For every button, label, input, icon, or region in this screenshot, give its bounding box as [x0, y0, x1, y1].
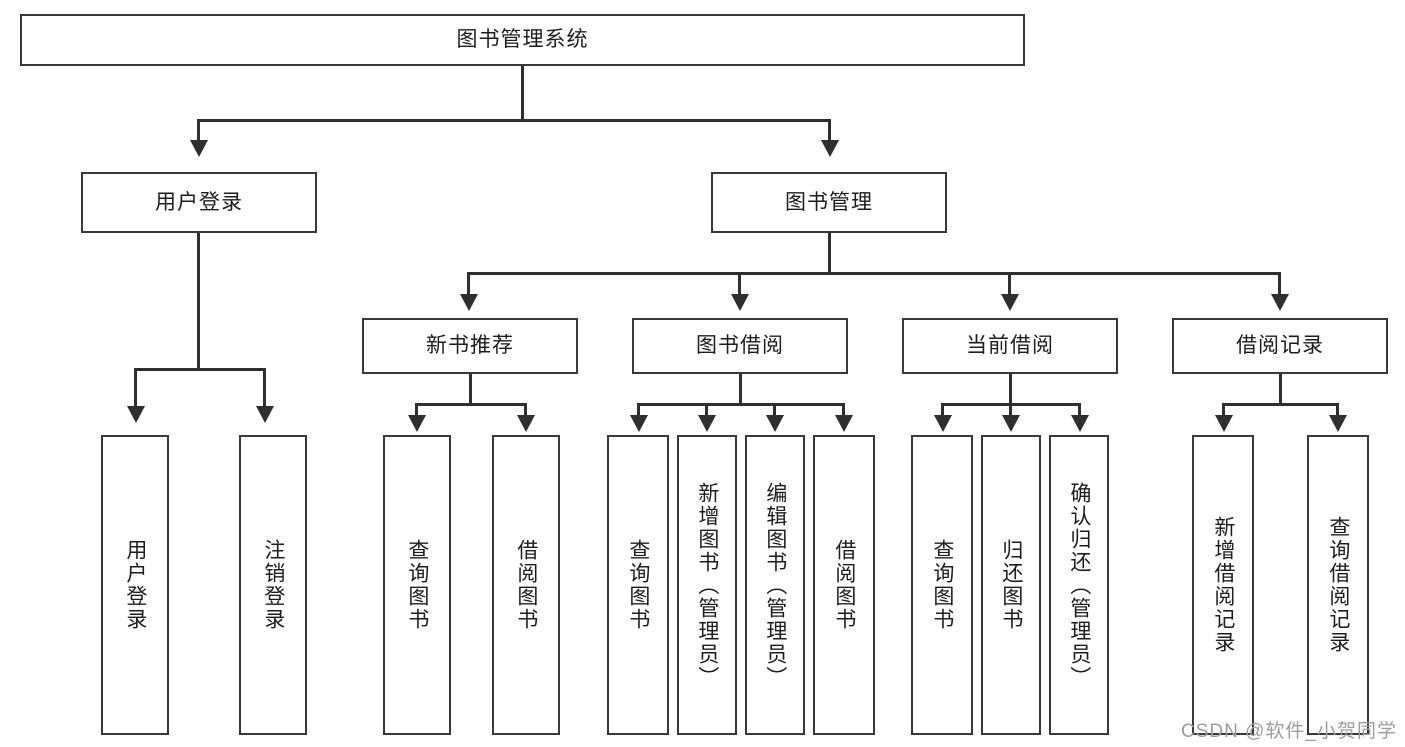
node-book-management[interactable]: 图书管理: [711, 172, 947, 233]
node-label: 借阅图书: [514, 539, 538, 631]
arrow-cb-to-leaf-3: [1071, 415, 1089, 432]
node-label: 新增图书（管理员）: [695, 481, 719, 689]
arrow-root-to-book-management: [821, 140, 839, 157]
node-new-book-recommend[interactable]: 新书推荐: [362, 318, 578, 374]
arrow-user-login-to-leaf-2: [256, 406, 274, 423]
connector-bb-to-leaf-1: [637, 403, 640, 419]
connector-bb-to-leaf-2: [705, 403, 708, 419]
connector-user-login-to-leaf-2: [263, 368, 266, 409]
arrow-new-book-to-leaf-2: [517, 415, 535, 432]
node-label: 编辑图书（管理员）: [763, 481, 787, 689]
arrow-bm-to-book-borrow: [731, 294, 749, 311]
leaf-current-borrow-3[interactable]: 确认归还（管理员）: [1049, 435, 1109, 735]
node-label: 注销登录: [261, 539, 285, 631]
node-label: 借阅记录: [1236, 334, 1324, 358]
arrow-bm-to-current-borrow: [1001, 294, 1019, 311]
connector-br-to-leaf-2: [1336, 403, 1339, 419]
node-label: 用户登录: [155, 190, 243, 214]
connector-new-book-to-leaf-2: [524, 403, 527, 419]
connector-borrow-record-stem: [1279, 374, 1282, 405]
leaf-borrow-record-2[interactable]: 查询借阅记录: [1307, 435, 1369, 735]
leaf-book-borrow-1[interactable]: 查询图书: [607, 435, 669, 735]
connector-root-to-user-login: [197, 119, 200, 143]
node-label: 借阅图书: [832, 539, 856, 631]
connector-borrow-record-bus: [1222, 403, 1339, 406]
arrow-bb-to-leaf-3: [766, 415, 784, 432]
arrow-br-to-leaf-1: [1215, 415, 1233, 432]
arrow-cb-to-leaf-2: [1002, 415, 1020, 432]
arrow-bm-to-new-book: [460, 294, 478, 311]
connector-root-bus: [197, 119, 831, 122]
connector-book-borrow-bus: [637, 403, 845, 406]
connector-bb-to-leaf-4: [842, 403, 845, 419]
connector-user-login-stem: [197, 233, 200, 370]
leaf-new-book-recommend-2[interactable]: 借阅图书: [492, 435, 560, 735]
node-label: 图书管理系统: [456, 28, 589, 52]
node-current-borrow[interactable]: 当前借阅: [902, 318, 1118, 374]
connector-cb-to-leaf-2: [1009, 403, 1012, 419]
node-label: 图书借阅: [696, 334, 784, 358]
node-user-login[interactable]: 用户登录: [81, 172, 317, 233]
connector-cb-to-leaf-1: [941, 403, 944, 419]
connector-cb-to-leaf-3: [1078, 403, 1081, 419]
arrow-bm-to-borrow-record: [1271, 294, 1289, 311]
node-label: 用户登录: [123, 539, 147, 631]
node-label: 新增借阅记录: [1211, 516, 1235, 654]
leaf-book-borrow-4[interactable]: 借阅图书: [813, 435, 875, 735]
arrow-new-book-to-leaf-1: [408, 415, 426, 432]
node-label: 查询图书: [626, 539, 650, 631]
connector-root-to-book-management: [828, 119, 831, 143]
leaf-current-borrow-1[interactable]: 查询图书: [911, 435, 973, 735]
connector-user-login-to-leaf-1: [134, 368, 137, 409]
connector-bm-to-borrow-record: [1278, 272, 1281, 297]
connector-bm-to-new-book: [467, 272, 470, 297]
connector-new-book-stem: [469, 374, 472, 405]
node-book-borrow[interactable]: 图书借阅: [632, 318, 848, 374]
node-label: 当前借阅: [966, 334, 1054, 358]
node-borrow-record[interactable]: 借阅记录: [1172, 318, 1388, 374]
arrow-bb-to-leaf-1: [630, 415, 648, 432]
arrow-br-to-leaf-2: [1329, 415, 1347, 432]
connector-bm-to-book-borrow: [738, 272, 741, 297]
node-label: 图书管理: [785, 190, 873, 214]
connector-user-login-bus: [134, 368, 266, 371]
arrow-user-login-to-leaf-1: [127, 406, 145, 423]
connector-new-book-to-leaf-1: [415, 403, 418, 419]
connector-book-borrow-stem: [739, 374, 742, 405]
node-root-book-management-system[interactable]: 图书管理系统: [20, 14, 1025, 66]
node-label: 查询图书: [930, 539, 954, 631]
leaf-book-borrow-2[interactable]: 新增图书（管理员）: [677, 435, 737, 735]
connector-br-to-leaf-1: [1222, 403, 1225, 419]
node-label: 查询借阅记录: [1326, 516, 1350, 654]
connector-new-book-bus: [415, 403, 527, 406]
arrow-bb-to-leaf-2: [698, 415, 716, 432]
connector-bm-to-current-borrow: [1008, 272, 1011, 297]
node-label: 确认归还（管理员）: [1067, 481, 1091, 689]
arrow-bb-to-leaf-4: [835, 415, 853, 432]
leaf-book-borrow-3[interactable]: 编辑图书（管理员）: [745, 435, 805, 735]
connector-book-management-stem: [828, 233, 831, 274]
leaf-user-login-2[interactable]: 注销登录: [239, 435, 307, 735]
leaf-borrow-record-1[interactable]: 新增借阅记录: [1192, 435, 1254, 735]
arrow-cb-to-leaf-1: [934, 415, 952, 432]
node-label: 查询图书: [405, 539, 429, 631]
node-label: 新书推荐: [426, 334, 514, 358]
leaf-current-borrow-2[interactable]: 归还图书: [981, 435, 1041, 735]
connector-root-stem: [521, 66, 524, 119]
connector-book-management-bus: [467, 272, 1281, 275]
leaf-user-login-1[interactable]: 用户登录: [101, 435, 169, 735]
node-label: 归还图书: [999, 539, 1023, 631]
connector-current-borrow-stem: [1009, 374, 1012, 405]
arrow-root-to-user-login: [190, 140, 208, 157]
leaf-new-book-recommend-1[interactable]: 查询图书: [383, 435, 451, 735]
connector-bb-to-leaf-3: [773, 403, 776, 419]
